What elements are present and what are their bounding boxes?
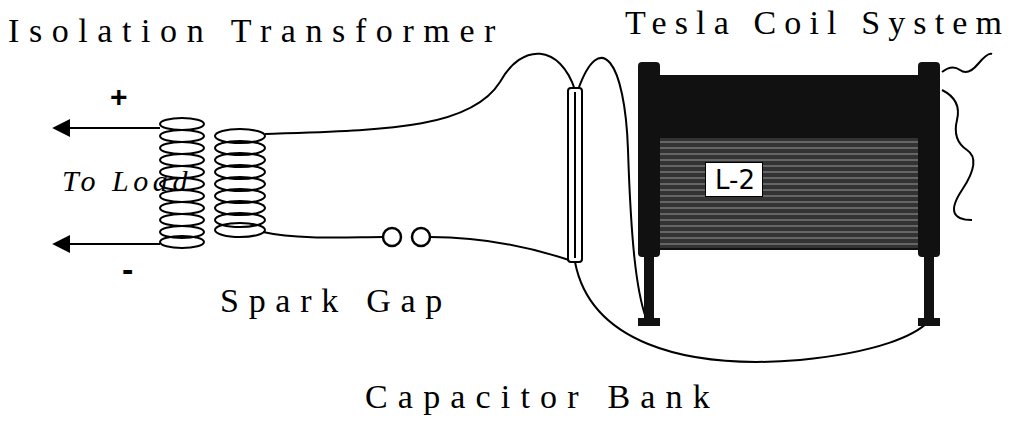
wire: [575, 262, 928, 362]
handwritten-note: To Load: [62, 166, 192, 196]
label-text: -: [122, 250, 133, 288]
polarity-sign: -: [122, 252, 133, 286]
part-label-box: L-2: [705, 162, 763, 197]
tesla-coil-symbol: [638, 62, 940, 326]
part-label: L-2: [715, 166, 753, 195]
wire: [265, 54, 575, 134]
wire: [942, 90, 973, 220]
label-text: Tesla Coil System: [625, 4, 1010, 41]
label-text: +: [110, 80, 128, 113]
wire: [942, 54, 992, 72]
label-text: To Load: [62, 164, 192, 197]
primary-coil: [215, 129, 265, 237]
wire: [578, 58, 646, 318]
wire: [263, 232, 383, 238]
wires: [54, 54, 992, 362]
component-title: Spark Gap: [220, 284, 452, 318]
wire: [430, 237, 575, 262]
output-wire: [54, 127, 160, 129]
polarity-sign: +: [110, 82, 128, 112]
component-title: Isolation Transformer: [8, 14, 505, 48]
label-text: Isolation Transformer: [8, 12, 505, 49]
component-title: Capacitor Bank: [365, 380, 720, 414]
label-text: Spark Gap: [220, 282, 452, 319]
spark-gap-symbol: [383, 228, 430, 246]
output-wire: [54, 243, 160, 245]
capacitor-symbol: [568, 88, 582, 262]
label-text: Capacitor Bank: [365, 378, 720, 415]
component-title: Tesla Coil System: [625, 6, 1010, 40]
